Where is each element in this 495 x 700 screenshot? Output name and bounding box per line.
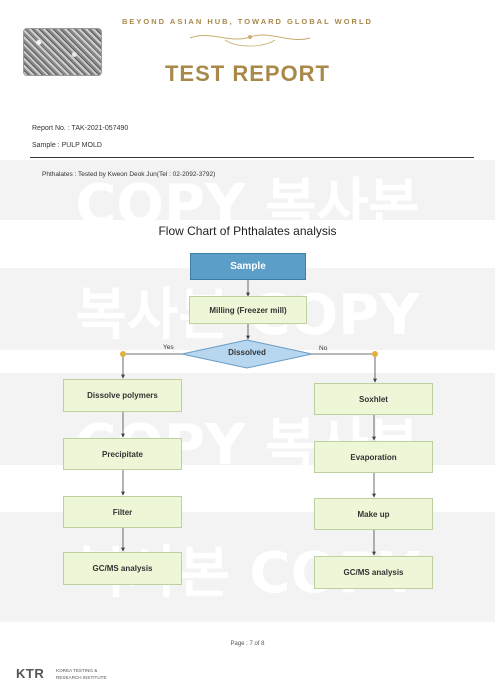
- report-tagline: BEYOND ASIAN HUB, TOWARD GLOBAL WORLD: [122, 17, 373, 26]
- header-divider: [30, 157, 474, 158]
- process-node-soxhlet: Soxhlet: [314, 383, 433, 415]
- decision-label: Dissolved: [228, 348, 266, 357]
- process-node-make-up: Make up: [314, 498, 433, 530]
- page-number: Page : 7 of 8: [230, 641, 265, 647]
- process-node-evaporation: Evaporation: [314, 441, 433, 473]
- logo-caption-line2: RESEARCH INSTITUTE: [56, 675, 107, 680]
- branch-label-no: No: [319, 345, 328, 352]
- start-node-sample: Sample: [190, 253, 306, 280]
- copy-watermark: COPY 복사본: [75, 173, 420, 238]
- flowchart-title: Flow Chart of Phthalates analysis: [158, 224, 337, 238]
- ktr-logo-text: KTR: [16, 666, 45, 681]
- ktr-logo: KTR: [16, 666, 44, 681]
- process-node-filter: Filter: [63, 496, 182, 528]
- connector-dot: [120, 351, 126, 357]
- report-number: Report No. : TAK-2021-057490: [32, 125, 129, 132]
- watermark-band: [0, 160, 495, 220]
- tested-by-line: Phthalates : Tested by Kweon Deok Jun(Te…: [42, 171, 216, 178]
- process-node-gcms-no: GC/MS analysis: [314, 556, 433, 589]
- sample-line: Sample : PULP MOLD: [32, 142, 102, 149]
- process-node-precipitate: Precipitate: [63, 438, 182, 470]
- ornament-flourish-icon: [189, 34, 311, 47]
- branch-label-yes: Yes: [163, 344, 174, 351]
- hologram-seal: [23, 28, 102, 76]
- report-title: TEST REPORT: [164, 61, 330, 86]
- process-node-gcms-yes: GC/MS analysis: [63, 552, 182, 585]
- process-node-dissolve-polymers: Dissolve polymers: [63, 379, 182, 412]
- process-node-milling: Milling (Freezer mill): [189, 296, 307, 324]
- logo-caption-line1: KOREA TESTING &: [56, 668, 98, 673]
- connector-dot: [372, 351, 378, 357]
